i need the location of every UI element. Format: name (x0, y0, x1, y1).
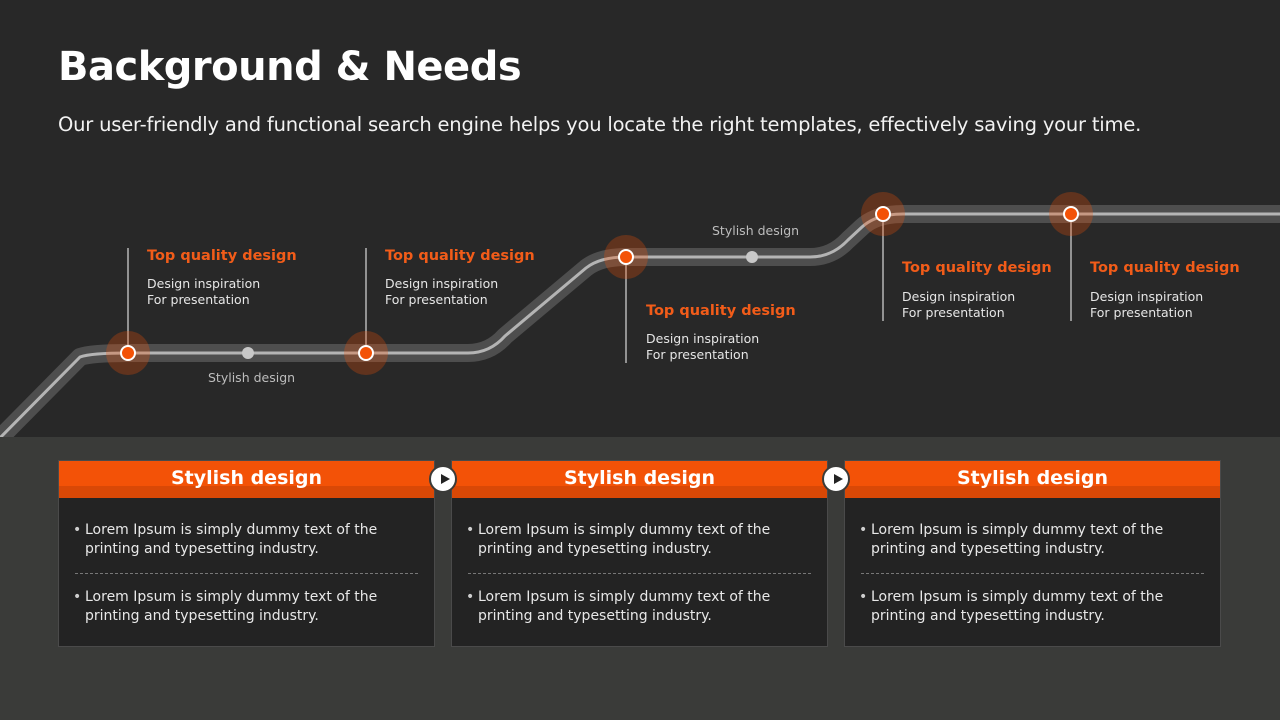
chevron-right-icon (822, 465, 850, 493)
milestone-marker-1 (106, 331, 150, 375)
milestone-title-2: Top quality design (385, 248, 535, 264)
milestone-title-4: Top quality design (902, 260, 1052, 276)
card-divider (861, 573, 1204, 574)
card-title: Stylish design (845, 461, 1220, 498)
milestone-marker-2 (344, 331, 388, 375)
card-bullet: Lorem Ipsum is simply dummy text of the … (73, 521, 418, 558)
stop-dot-1 (242, 347, 254, 359)
card-title: Stylish design (452, 461, 827, 498)
card-bullet: Lorem Ipsum is simply dummy text of the … (73, 588, 418, 625)
stop-dot-2 (746, 251, 758, 263)
stop-label-1: Stylish design (208, 370, 296, 385)
milestone-title-5: Top quality design (1090, 260, 1240, 276)
card-divider (75, 573, 418, 574)
milestone-title-1: Top quality design (147, 248, 297, 264)
card-bullet: Lorem Ipsum is simply dummy text of the … (859, 588, 1204, 625)
page-subtitle: Our user-friendly and functional search … (58, 113, 1142, 136)
card-divider (468, 573, 811, 574)
card-bullet: Lorem Ipsum is simply dummy text of the … (466, 588, 811, 625)
info-card-2: Stylish design Lorem Ipsum is simply dum… (451, 460, 828, 647)
milestone-marker-3 (604, 235, 648, 279)
card-bullet: Lorem Ipsum is simply dummy text of the … (859, 521, 1204, 558)
chevron-right-icon (429, 465, 457, 493)
info-card-3: Stylish design Lorem Ipsum is simply dum… (844, 460, 1221, 647)
stop-label-2: Stylish design (712, 223, 800, 238)
info-card-1: Stylish design Lorem Ipsum is simply dum… (58, 460, 435, 647)
milestone-title-3: Top quality design (646, 303, 796, 319)
roadmap-path (0, 192, 1280, 437)
milestone-marker-4 (861, 192, 905, 236)
card-title: Stylish design (59, 461, 434, 498)
milestone-marker-5 (1049, 192, 1093, 236)
card-bullet: Lorem Ipsum is simply dummy text of the … (466, 521, 811, 558)
page-title: Background & Needs (58, 44, 522, 90)
